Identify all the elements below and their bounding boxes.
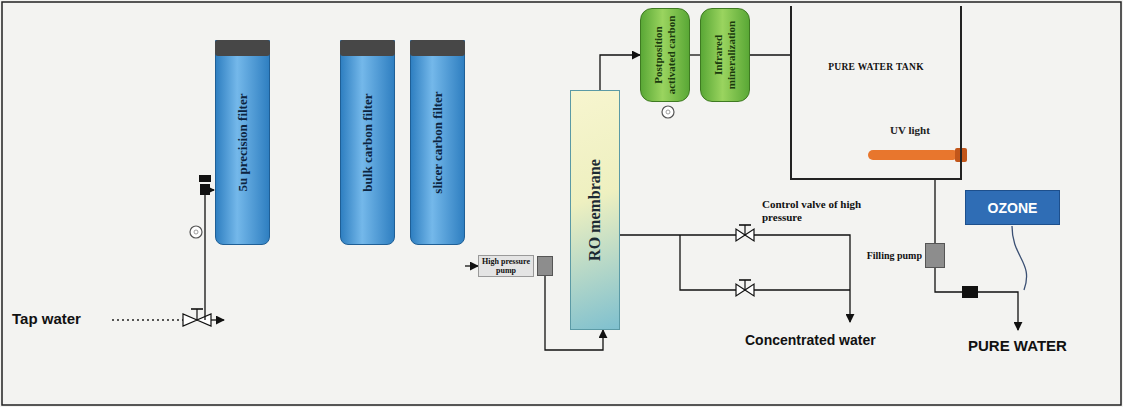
inlet-pipe [211,319,224,320]
text-frame: RO membrane [573,95,617,325]
inlet-label: Tap water [12,310,81,327]
pipe-connector [465,265,478,266]
post-filter-cylinder: Postposition activated carbon [640,8,690,102]
control-valve [745,229,754,241]
control-valve [736,229,745,241]
valve-handle [739,224,751,226]
node-text: High pressure pump [478,255,534,277]
post-filter-cylinder: Infrared mineralization [700,8,750,102]
node-text: slicer carbon filter [430,91,445,193]
membrane-box: RO membrane [570,90,620,330]
hand-valve [197,314,211,326]
pipe-connector [600,55,640,90]
ozone-generator: OZONE [965,190,1060,225]
solenoid-valve [200,184,210,195]
filling-pump: Filling pump [852,243,947,268]
outlet-label: Concentrated water [745,332,876,348]
node-text: Postposition activated carbon [652,13,678,97]
filter-cap [340,40,395,56]
valve-stem [744,280,745,290]
valve-handle [191,308,203,310]
pressure-gauge [666,110,670,114]
node-text: RO membrane [586,159,604,261]
valve-label: Control valve of high pressure [762,198,862,224]
filter-cap [215,40,270,56]
valve-stem [196,309,197,320]
node-text: bulk carbon filter [360,93,375,191]
pressure-gauge [194,230,198,234]
node-text: Filling pump [867,250,922,261]
node-text: Infrared mineralization [712,13,738,97]
text-frame: Infrared mineralization [703,13,747,97]
hand-valve [183,314,197,326]
uv-lamp [868,150,958,160]
filter-cap [410,40,465,56]
pump-symbol [537,256,553,276]
node-text: PURE WATER TANK [792,62,960,72]
inlet-dotted-line [112,319,183,321]
filter-cylinder: bulk carbon filter [340,40,395,245]
pressure-gauge [662,106,674,118]
filter-cylinder: slicer carbon filter [410,40,465,245]
water-tank: PURE WATER TANK [790,6,962,180]
concentrate-pipe [620,235,850,322]
node-text: 5u precision filter [235,94,250,192]
pipe-connector [690,54,700,55]
outlet-label: PURE WATER [968,337,1067,354]
text-frame: bulk carbon filter [343,45,392,240]
text-frame: 5u precision filter [218,45,267,240]
connector-layer [465,55,935,350]
node-text: OZONE [988,200,1038,216]
hand-valve [745,284,754,296]
solenoid-valve [199,175,211,182]
pressure-gauge [190,226,202,238]
text-frame: Postposition activated carbon [643,13,687,97]
concentrate-pipe [680,235,850,290]
valve-handle [739,279,751,281]
pipe-connector [750,54,790,55]
pump-symbol [925,243,945,268]
ozone-wire [1012,226,1027,290]
filter-cylinder: 5u precision filter [215,40,270,245]
solenoid-valve [962,286,978,298]
hand-valve [736,284,745,296]
valve-stem [744,225,745,235]
lamp-label: UV light [890,124,930,136]
text-frame: slicer carbon filter [413,45,462,240]
pipe-connector [934,180,935,243]
outlet-pipe [935,268,1018,330]
pump-box: High pressure pump [478,255,560,277]
inlet-pipe [205,190,214,320]
